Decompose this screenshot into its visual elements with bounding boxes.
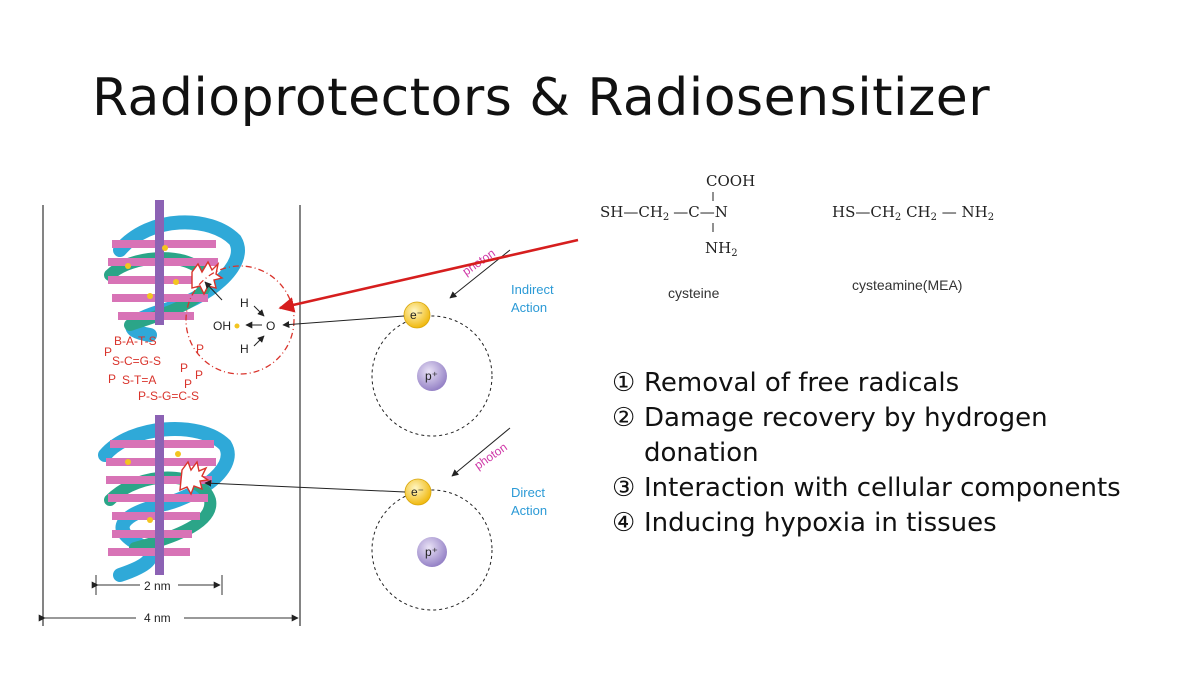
mechanism-list: ① Removal of free radicals ② Damage reco… <box>612 366 1132 541</box>
svg-text:P: P <box>195 368 203 382</box>
indirect-action-label-2: Action <box>511 300 547 315</box>
svg-text:P: P <box>180 361 188 375</box>
cooh-label: COOH <box>706 172 755 190</box>
svg-text:P-S-G=C-S: P-S-G=C-S <box>138 389 199 403</box>
svg-text:S-T=A: S-T=A <box>122 373 156 387</box>
width-outer-label: 4 nm <box>144 611 171 625</box>
damage-burst-upper <box>191 260 224 296</box>
svg-text:P: P <box>184 377 192 391</box>
svg-text:SH—CH2—C—N: SH—CH2—C—N <box>600 203 728 223</box>
dna-backbone-upper <box>155 200 164 325</box>
list-text: Removal of free radicals <box>644 368 960 398</box>
list-text: Damage recovery by hydrogen donation <box>644 403 1048 468</box>
svg-text:NH2: NH2 <box>705 239 738 259</box>
list-item: ③ Interaction with cellular components <box>612 471 1132 506</box>
list-item: ④ Inducing hypoxia in tissues <box>612 506 1132 541</box>
proton-label-bottom: p⁺ <box>425 545 438 559</box>
scale-bars: 2 nm 4 nm <box>38 575 299 625</box>
svg-text:P: P <box>196 342 204 356</box>
atom-direct: p⁺ e⁻ photon Direct Action <box>204 427 547 611</box>
oh-label: OH <box>213 319 231 333</box>
photon-label-bottom: photon <box>472 440 510 473</box>
list-number: ④ <box>612 508 636 538</box>
list-number: ③ <box>612 473 636 503</box>
slide-title: Radioprotectors & Radiosensitizer <box>92 68 991 128</box>
svg-text:P: P <box>104 345 112 359</box>
hydrogen-top-label: H <box>240 296 249 310</box>
indirect-action-label-1: Indirect <box>511 282 554 297</box>
oxygen-label: O <box>266 319 275 333</box>
list-item: ① Removal of free radicals <box>612 366 1132 401</box>
hydrogen-bottom-label: H <box>240 342 249 356</box>
proton-label-top: p⁺ <box>425 369 438 383</box>
red-pointer-arrow <box>278 238 579 313</box>
cysteamine-caption: cysteamine(MEA) <box>852 277 962 293</box>
svg-text:S-C=G-S: S-C=G-S <box>112 354 161 368</box>
list-number: ① <box>612 368 636 398</box>
dna-backbone-lower <box>155 415 164 575</box>
list-text: Interaction with cellular components <box>644 473 1121 503</box>
dna-helix-upper <box>104 200 245 342</box>
atom-indirect: p⁺ e⁻ photon Indirect Action <box>282 246 554 437</box>
cysteine-structure: SH—CH2—C—N COOH NH2 cysteine <box>600 172 755 301</box>
electron-label-bottom: e⁻ <box>411 485 424 499</box>
cysteine-caption: cysteine <box>668 285 720 301</box>
direct-action-label-1: Direct <box>511 485 545 500</box>
list-item: ② Damage recovery by hydrogen donation <box>612 401 1132 471</box>
hydroxyl-radical-zone: OH O H H <box>185 265 295 375</box>
cysteamine-structure: HS—CH2 CH2 — NH2 cysteamine(MEA) <box>832 203 994 293</box>
svg-text:HS—CH2 CH2 — NH2: HS—CH2 CH2 — NH2 <box>832 203 994 223</box>
svg-text:B-A-T-S: B-A-T-S <box>114 334 157 348</box>
electron-label-top: e⁻ <box>410 308 423 322</box>
svg-text:P: P <box>108 372 116 386</box>
dna-helix-lower <box>98 415 235 582</box>
base-sequence: P B-A-T-S P S-C=G-S P P P S-T=A P P-S-G=… <box>104 334 204 403</box>
direct-action-label-2: Action <box>511 503 547 518</box>
list-text: Inducing hypoxia in tissues <box>644 508 997 538</box>
width-inner-label: 2 nm <box>144 579 171 593</box>
list-number: ② <box>612 403 636 433</box>
